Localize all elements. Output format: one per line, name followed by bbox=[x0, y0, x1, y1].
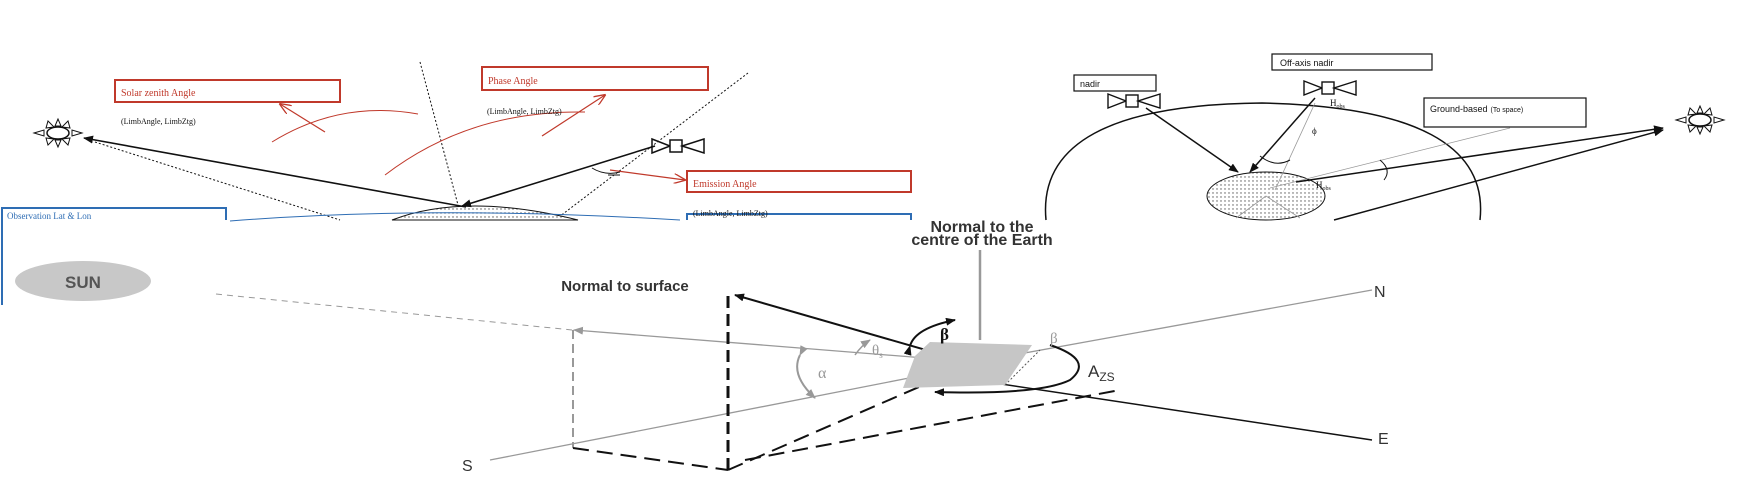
phase-arc bbox=[384, 111, 586, 176]
bottom-dashed-1 bbox=[572, 447, 729, 471]
off-axis-box bbox=[1271, 53, 1433, 71]
nadir-satellite-icon bbox=[1107, 92, 1161, 110]
sun-projection bbox=[573, 326, 976, 363]
emission-box bbox=[686, 170, 912, 193]
ground-ray-2 bbox=[1333, 128, 1664, 221]
ground-label-text: Ground-based(To space) bbox=[1430, 104, 1523, 114]
azimuth-label: AZS bbox=[1088, 362, 1115, 384]
ground-ray bbox=[1295, 125, 1664, 183]
nadir-label: nadir bbox=[1080, 79, 1100, 89]
surface-blue-line bbox=[229, 212, 681, 222]
bottom-dashed-2 bbox=[727, 369, 959, 471]
ray-to-sun bbox=[83, 135, 467, 208]
inner-line-a bbox=[1235, 195, 1267, 219]
nadir-ray bbox=[1145, 107, 1239, 173]
theta-arc bbox=[854, 339, 871, 356]
nadir-box bbox=[1073, 74, 1157, 92]
emission-sub-box bbox=[686, 213, 912, 220]
emission-pointer bbox=[609, 169, 685, 180]
theta-arc bbox=[1379, 159, 1388, 181]
south-label: S bbox=[462, 458, 473, 475]
azimuth-arc bbox=[934, 344, 1080, 397]
ground-dotted bbox=[1269, 127, 1511, 189]
off-axis-ray bbox=[1249, 97, 1316, 173]
phase-sub: (LimbAngle, LimbZtg) bbox=[487, 107, 562, 116]
top-left-panel: Solar zenith Angle (LimbAngle, LimbZtg) … bbox=[1, 61, 912, 305]
normal-centre-label-1: Normal to the bbox=[930, 219, 1033, 236]
phase-box bbox=[481, 66, 709, 91]
inner-line-b bbox=[1265, 195, 1301, 219]
sun-dotted-line bbox=[94, 141, 341, 221]
beta-label: β bbox=[940, 325, 949, 344]
h-obs-label: Hobs bbox=[1330, 98, 1346, 110]
h-obs-label-2: Hobs bbox=[1316, 180, 1332, 192]
off-axis-satellite-icon bbox=[1303, 79, 1357, 97]
off-axis-dotted bbox=[1274, 102, 1316, 191]
phi-label: ϕ bbox=[1312, 126, 1317, 136]
top-right-panel: nadir Off-axis nadir Ground-based(To spa… bbox=[1044, 53, 1726, 221]
solar-zenith-label: Solar zenith Angle bbox=[121, 88, 196, 99]
earth-outline bbox=[1044, 102, 1482, 221]
north-axis bbox=[974, 289, 1373, 363]
ray-satellite bbox=[461, 145, 656, 208]
emission-sub: (LimbAngle, LimbZtg) bbox=[693, 209, 768, 218]
north-label: N bbox=[1374, 284, 1386, 301]
beta-label-2: β bbox=[1050, 331, 1058, 347]
sun-icon-right bbox=[1674, 104, 1726, 136]
sun-ray-dashed bbox=[215, 293, 573, 331]
alpha-label: α bbox=[818, 365, 827, 382]
observation-label: Observation Lat & Lon bbox=[7, 211, 92, 221]
ground-label-suffix: (To space) bbox=[1491, 107, 1524, 114]
beta-arc bbox=[903, 317, 956, 356]
normal-centre-label-2: centre of the Earth bbox=[911, 232, 1052, 249]
phase-label: Phase Angle bbox=[488, 76, 538, 87]
sun-label: SUN bbox=[65, 273, 101, 292]
zenith-arc bbox=[271, 110, 419, 143]
phi-arc bbox=[1259, 155, 1291, 164]
east-label: E bbox=[1378, 431, 1389, 448]
phase-pointer bbox=[541, 95, 605, 137]
ground-label: Ground-based bbox=[1430, 104, 1488, 114]
alpha-arc bbox=[796, 345, 816, 399]
off-axis-label: Off-axis nadir bbox=[1280, 58, 1333, 68]
ground-box bbox=[1423, 97, 1587, 128]
observation-box bbox=[1, 207, 227, 305]
satellite-icon bbox=[651, 137, 705, 155]
normal-surface-label: Normal to surface bbox=[561, 278, 689, 295]
patch-dotted bbox=[1004, 349, 1041, 386]
east-axis bbox=[974, 379, 1373, 441]
emission-label: Emission Angle bbox=[693, 179, 757, 190]
sun-icon bbox=[32, 117, 84, 149]
bottom-panel: SUN Normal to the centre of the Earth No… bbox=[15, 219, 1389, 475]
bottom-dashed-3 bbox=[744, 389, 1121, 461]
solar-zenith-box bbox=[114, 79, 341, 103]
theta-label: θs bbox=[872, 343, 883, 360]
south-axis bbox=[489, 369, 951, 461]
solar-zenith-sub: (LimbAngle, LimbZtg) bbox=[121, 117, 196, 126]
sun-disk bbox=[15, 261, 151, 301]
zenith-pointer bbox=[280, 104, 326, 133]
emission-arc bbox=[591, 167, 621, 174]
